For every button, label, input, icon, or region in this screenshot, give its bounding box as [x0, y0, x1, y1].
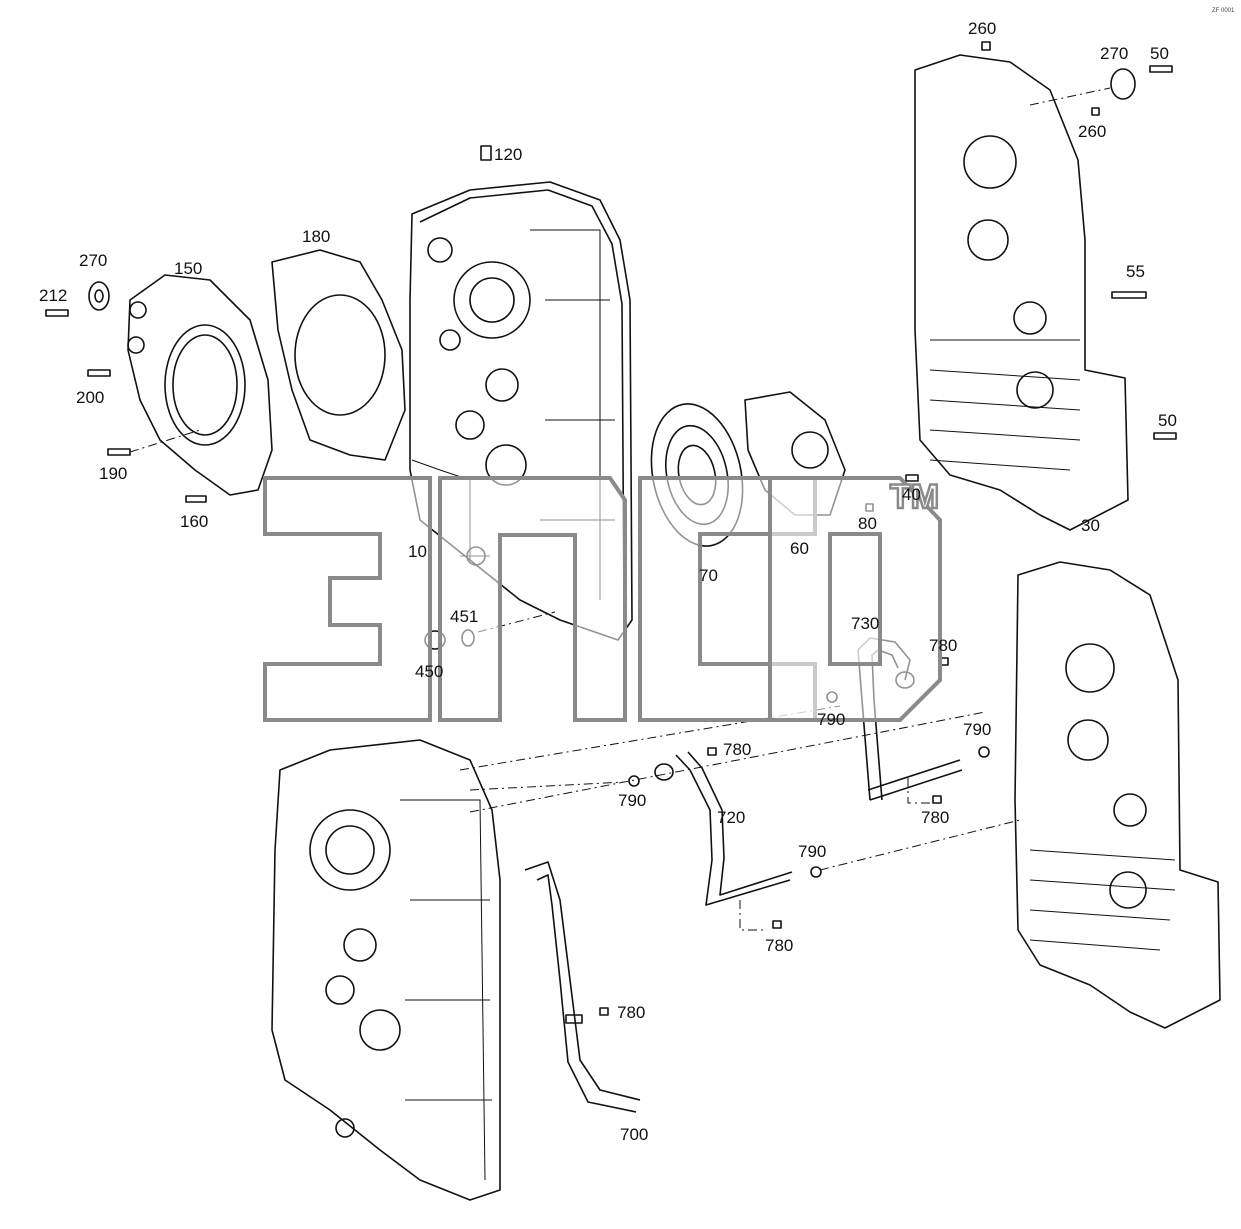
housing-lower-left-drawing [271, 705, 986, 1201]
label-160: 160 [180, 512, 208, 531]
label-720: 720 [717, 808, 745, 827]
label-60: 60 [790, 539, 809, 558]
label-780: 780 [723, 740, 751, 759]
label-55: 55 [1126, 262, 1145, 281]
label-50: 50 [1150, 44, 1169, 63]
label-270: 270 [79, 251, 107, 270]
label-451: 451 [450, 607, 478, 626]
label-10: 10 [408, 542, 427, 561]
label-780: 780 [765, 936, 793, 955]
label-260: 260 [968, 19, 996, 38]
label-790: 790 [963, 720, 991, 739]
label-190: 190 [99, 464, 127, 483]
label-80: 80 [858, 514, 877, 533]
label-150: 150 [174, 259, 202, 278]
cover-150-drawing [127, 274, 273, 496]
part-labels: 260 270 50 260 120 180 270 150 212 200 1… [39, 19, 1177, 1144]
label-790: 790 [817, 710, 845, 729]
label-70: 70 [699, 566, 718, 585]
label-780: 780 [929, 636, 957, 655]
label-30: 30 [1081, 516, 1100, 535]
housing-lower-right-drawing [1014, 561, 1221, 1029]
label-40: 40 [902, 485, 921, 504]
label-780: 780 [921, 808, 949, 827]
label-730: 730 [851, 614, 879, 633]
pipe-720-drawing [628, 747, 1021, 931]
label-200: 200 [76, 388, 104, 407]
label-120: 120 [494, 145, 522, 164]
label-450: 450 [415, 662, 443, 681]
housing-30-drawing [905, 41, 1177, 531]
label-260: 260 [1078, 122, 1106, 141]
corner-tag: ZF 0001 [1212, 8, 1235, 14]
trademark-mark: TM [890, 478, 939, 516]
label-790: 790 [618, 791, 646, 810]
label-180: 180 [302, 227, 330, 246]
label-270: 270 [1100, 44, 1128, 63]
label-50: 50 [1158, 411, 1177, 430]
label-700: 700 [620, 1125, 648, 1144]
label-780: 780 [617, 1003, 645, 1022]
watermark-logo: TM [263, 476, 942, 722]
small-parts-left [45, 281, 207, 503]
pipe-700-drawing [524, 861, 641, 1113]
label-790: 790 [798, 842, 826, 861]
gasket-180-drawing [271, 249, 406, 461]
label-212: 212 [39, 286, 67, 305]
